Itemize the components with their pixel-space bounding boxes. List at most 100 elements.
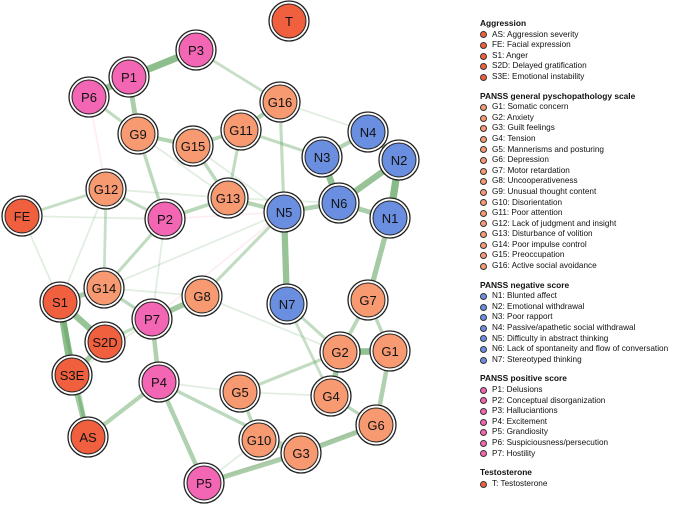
legend-group-title: PANSS general pyschopathology scale <box>480 90 636 101</box>
legend-item: N7: Stereotyped thinking <box>480 355 685 366</box>
node-label: N4 <box>360 125 377 140</box>
node-FE[interactable]: FE <box>1 195 43 237</box>
legend-group-title: Testosterone <box>480 467 532 478</box>
node-P7[interactable]: P7 <box>131 298 173 340</box>
legend-item: G2: Anxiety <box>480 113 685 124</box>
node-label: G12 <box>94 182 119 197</box>
node-P4[interactable]: P4 <box>138 361 180 403</box>
node-P2[interactable]: P2 <box>144 198 186 240</box>
node-G11[interactable]: G11 <box>220 109 262 151</box>
legend-dot-icon <box>480 346 487 354</box>
node-label: G14 <box>92 281 117 296</box>
legend-item: N4: Passive/apathetic social withdrawal <box>480 323 685 334</box>
node-label: G6 <box>367 418 384 433</box>
legend-dot-icon <box>480 314 487 322</box>
node-label: G1 <box>381 344 398 359</box>
legend-item: N3: Poor rapport <box>480 312 685 323</box>
node-S1[interactable]: S1 <box>39 281 81 323</box>
legend-item: G16: Active social avoidance <box>480 261 685 272</box>
legend-item-label: S1: Anger <box>492 50 528 60</box>
node-P6[interactable]: P6 <box>68 76 110 118</box>
legend-item: N1: Blunted affect <box>480 291 685 302</box>
node-AS[interactable]: AS <box>67 416 109 458</box>
legend-item-label: G15: Preoccupation <box>492 250 565 260</box>
node-label: N1 <box>382 211 399 226</box>
node-N4[interactable]: N4 <box>347 111 389 153</box>
legend-item: FE: Facial expression <box>480 40 685 51</box>
node-G6[interactable]: G6 <box>355 404 397 446</box>
node-G13[interactable]: G13 <box>207 177 249 219</box>
node-G9[interactable]: G9 <box>117 113 159 155</box>
legend-item: G6: Depression <box>480 155 685 166</box>
legend-dot-icon <box>480 262 487 270</box>
node-N7[interactable]: N7 <box>266 283 308 325</box>
node-S3E[interactable]: S3E <box>51 354 93 396</box>
legend-item-label: FE: Facial expression <box>492 40 571 50</box>
node-P1[interactable]: P1 <box>108 56 150 98</box>
legend-dot-icon <box>480 209 487 217</box>
node-label: N5 <box>276 205 293 220</box>
legend-dot-icon <box>480 52 487 60</box>
node-N1[interactable]: N1 <box>369 197 411 239</box>
legend-item-label: P3: Halluciantions <box>492 406 558 416</box>
node-P5[interactable]: P5 <box>183 462 225 504</box>
node-N6[interactable]: N6 <box>318 182 360 224</box>
legend-dot-icon <box>480 167 487 175</box>
legend-item-label: N5: Difficulty in abstract thinking <box>492 333 609 343</box>
node-label: P5 <box>196 476 212 491</box>
legend-dot-icon <box>480 125 487 133</box>
legend-item: G15: Preoccupation <box>480 250 685 261</box>
legend-dot-icon <box>480 480 487 488</box>
legend-dot-icon <box>480 63 487 71</box>
legend-dot-icon <box>480 178 487 186</box>
legend-item: G5: Mannerisms and posturing <box>480 145 685 156</box>
node-N2[interactable]: N2 <box>378 139 420 181</box>
legend-item: G4: Tension <box>480 134 685 145</box>
node-G1[interactable]: G1 <box>369 330 411 372</box>
node-S2D[interactable]: S2D <box>84 321 126 363</box>
node-T[interactable]: T <box>268 0 310 42</box>
legend-item: N6: Lack of spontaneity and flow of conv… <box>480 344 685 355</box>
legend-item-label: P2: Conceptual disorganization <box>492 395 606 405</box>
node-G14[interactable]: G14 <box>83 267 125 309</box>
node-label: P3 <box>188 43 204 58</box>
node-G10[interactable]: G10 <box>238 419 280 461</box>
node-label: G13 <box>216 191 241 206</box>
legend-item-label: P7: Hostility <box>492 448 536 458</box>
node-label: G2 <box>331 345 348 360</box>
node-N5[interactable]: N5 <box>263 191 305 233</box>
node-N3[interactable]: N3 <box>301 136 343 178</box>
legend-dot-icon <box>480 241 487 249</box>
node-G2[interactable]: G2 <box>319 331 361 373</box>
node-G16[interactable]: G16 <box>259 81 301 123</box>
node-G12[interactable]: G12 <box>85 168 127 210</box>
legend-item: P4: Excitement <box>480 417 685 428</box>
node-label: P4 <box>151 375 167 390</box>
legend-item-label: N1: Blunted affect <box>492 291 557 301</box>
node-label: N3 <box>314 150 331 165</box>
node-label: FE <box>14 209 31 224</box>
node-label: G15 <box>181 139 206 154</box>
node-G3[interactable]: G3 <box>280 432 322 474</box>
node-G7[interactable]: G7 <box>347 279 389 321</box>
node-label: N6 <box>331 196 348 211</box>
legend-item-label: N7: Stereotyped thinking <box>492 354 582 364</box>
node-P3[interactable]: P3 <box>175 29 217 71</box>
legend-item-label: G4: Tension <box>492 133 536 143</box>
legend-item: AS: Aggression severity <box>480 30 685 41</box>
legend-item-label: N3: Poor rapport <box>492 312 553 322</box>
node-G4[interactable]: G4 <box>310 375 352 417</box>
edge-G14-N5 <box>103 211 285 289</box>
node-G15[interactable]: G15 <box>172 125 214 167</box>
node-G8[interactable]: G8 <box>181 275 223 317</box>
edge-G8-G2 <box>201 295 341 353</box>
node-G5[interactable]: G5 <box>219 371 261 413</box>
legend-item-label: AS: Aggression severity <box>492 29 579 39</box>
legend-item-label: G2: Anxiety <box>492 112 534 122</box>
legend-item: S2D: Delayed gratification <box>480 61 685 72</box>
legend-item-label: G13: Disturbance of volition <box>492 229 593 239</box>
legend-item: P5: Grandiosity <box>480 427 685 438</box>
